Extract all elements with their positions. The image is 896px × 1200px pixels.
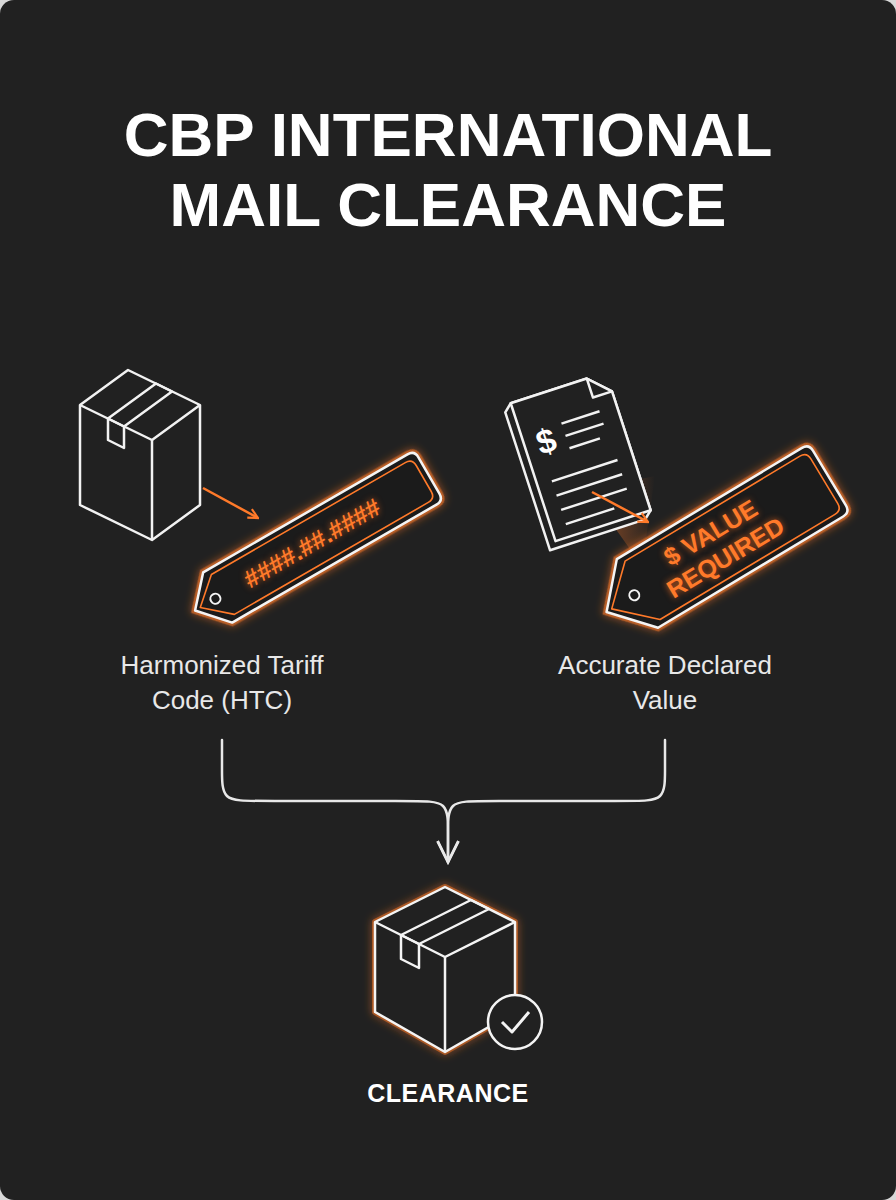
caption: CLEARANCE [340,1078,556,1108]
parcel-icon [80,370,200,540]
tag-text: ####.##.#### [218,481,406,606]
title: CBP INTERNATIONAL MAIL CLEARANCE [58,100,838,240]
flow-connector [222,740,448,862]
flow-connector [448,740,665,862]
caption: Accurate Declared Value [535,648,795,718]
arrow-line [592,492,648,522]
parcel-outline [340,862,556,1117]
caption: Harmonized Tariff Code (HTC) [92,648,352,718]
arrow-line [203,488,258,518]
tag-node: $ VALUE REQUIREDAccurate Declared Value [500,440,870,740]
tag-node: ####.##.####Harmonized Tariff Code (HTC) [100,450,445,740]
parcel-node: CLEARANCE [340,862,556,1117]
document-icon [503,372,653,550]
dollar-sign: $ [526,417,567,464]
